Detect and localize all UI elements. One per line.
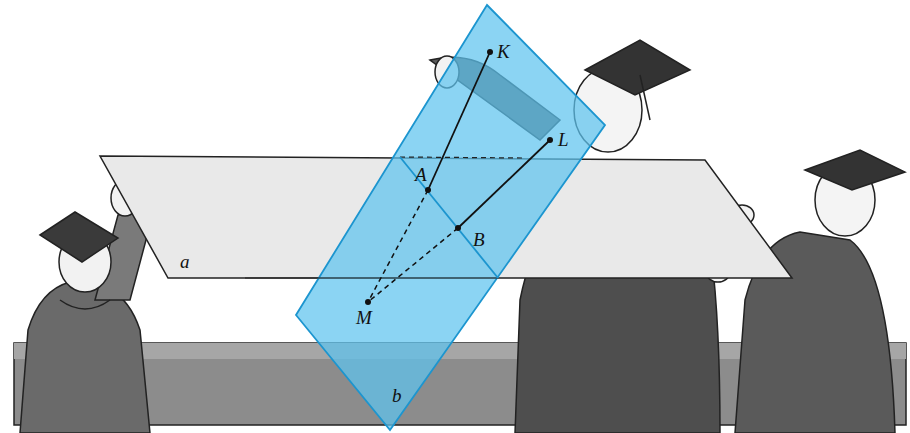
hidden-edge bbox=[400, 157, 525, 158]
segment-lb bbox=[458, 140, 550, 228]
segment-am bbox=[368, 190, 428, 302]
segment-ka bbox=[428, 52, 490, 190]
point-label: M bbox=[356, 308, 372, 327]
segment-bm bbox=[368, 228, 458, 302]
point-label: K bbox=[497, 42, 510, 61]
plane-b bbox=[296, 5, 605, 430]
point-label: A bbox=[415, 165, 427, 184]
scholar-right bbox=[706, 150, 905, 433]
intersection-line bbox=[400, 157, 498, 278]
plane-label: a bbox=[180, 252, 190, 271]
plane-label: b bbox=[392, 386, 402, 405]
scholar-left bbox=[20, 180, 150, 433]
points bbox=[365, 49, 553, 305]
plane-edge bbox=[245, 277, 498, 278]
point-label: L bbox=[558, 130, 569, 149]
point-label: B bbox=[473, 230, 485, 249]
